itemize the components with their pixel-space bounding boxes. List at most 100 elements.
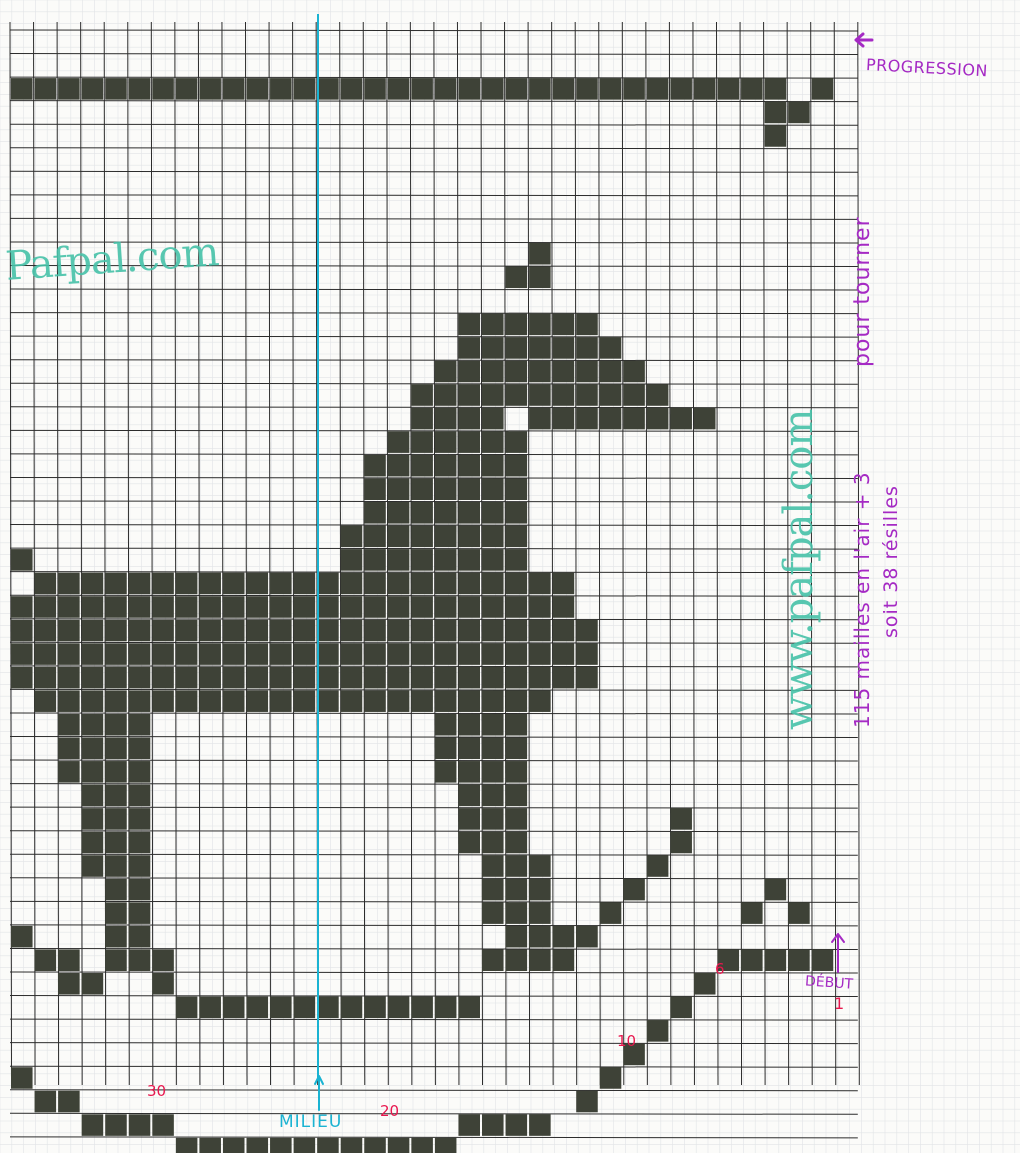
filled-cell	[317, 997, 339, 1019]
filled-cell	[482, 738, 504, 760]
filled-cell	[247, 596, 269, 618]
filled-cell	[506, 431, 528, 453]
filled-cell	[670, 808, 692, 830]
filled-cell	[482, 384, 504, 406]
filled-cell	[482, 832, 504, 854]
filled-cell	[506, 526, 528, 548]
grid-row-line	[10, 383, 858, 384]
filled-cell	[553, 573, 575, 595]
filled-cell	[765, 78, 787, 100]
filled-cell	[82, 832, 104, 854]
filled-cell	[105, 690, 127, 712]
filled-cell	[506, 1114, 528, 1136]
filled-cell	[82, 78, 104, 100]
filled-cell	[129, 714, 151, 736]
filled-cell	[411, 573, 433, 595]
filled-cell	[506, 926, 528, 948]
filled-cell	[11, 667, 33, 689]
filled-cell	[553, 949, 575, 971]
filled-cell	[35, 667, 57, 689]
filled-cell	[506, 643, 528, 665]
filled-cell	[529, 78, 551, 100]
filled-cell	[176, 620, 198, 642]
filled-cell	[458, 785, 480, 807]
filled-cell	[506, 902, 528, 924]
filled-cell	[529, 902, 551, 924]
filled-cell	[317, 573, 339, 595]
filled-cell	[435, 738, 457, 760]
grid-row-line	[10, 996, 858, 997]
filled-cell	[458, 526, 480, 548]
filled-cell	[152, 78, 174, 100]
filled-cell	[765, 879, 787, 901]
filled-cell	[105, 761, 127, 783]
filled-cell	[482, 1114, 504, 1136]
filled-cell	[529, 855, 551, 877]
filled-cell	[435, 549, 457, 571]
filled-cell	[506, 549, 528, 571]
mesh-count-note: soit 38 résilles	[880, 485, 902, 638]
filled-cell	[223, 620, 245, 642]
grid-row-line	[10, 666, 858, 667]
filled-cell	[341, 667, 363, 689]
filled-cell	[694, 78, 716, 100]
filled-cell	[482, 573, 504, 595]
filled-cell	[482, 690, 504, 712]
filled-cell	[411, 620, 433, 642]
filled-cell	[670, 408, 692, 430]
filled-cell	[270, 620, 292, 642]
filled-cell	[58, 761, 80, 783]
filled-cell	[411, 408, 433, 430]
filled-cell	[341, 1138, 363, 1153]
filled-cell	[458, 314, 480, 336]
grid-row-line	[10, 689, 858, 690]
filled-cell	[506, 949, 528, 971]
filled-cell	[411, 997, 433, 1019]
grid-row-line	[10, 807, 858, 808]
filled-cell	[35, 620, 57, 642]
filled-cell	[435, 361, 457, 383]
filled-cell	[506, 361, 528, 383]
filled-cell	[105, 808, 127, 830]
filled-cell	[317, 596, 339, 618]
filled-cell	[576, 620, 598, 642]
filled-cell	[341, 526, 363, 548]
filled-cell	[223, 596, 245, 618]
filled-cell	[270, 667, 292, 689]
filled-cell	[82, 643, 104, 665]
filled-cell	[341, 690, 363, 712]
filled-cell	[506, 667, 528, 689]
filled-cell	[129, 573, 151, 595]
filled-cell	[458, 337, 480, 359]
filled-cell	[482, 502, 504, 524]
filled-cell	[482, 596, 504, 618]
filled-cell	[176, 690, 198, 712]
filled-cell	[176, 596, 198, 618]
filled-cell	[529, 596, 551, 618]
filled-cell	[458, 808, 480, 830]
grid-row-line	[10, 972, 858, 973]
turning-note: pour tourner	[850, 216, 875, 367]
filled-cell	[82, 714, 104, 736]
filled-cell	[670, 997, 692, 1019]
grid-column-line	[104, 22, 106, 1085]
filled-cell	[529, 690, 551, 712]
filled-cell	[35, 643, 57, 665]
filled-cell	[364, 526, 386, 548]
filled-cell	[435, 573, 457, 595]
filled-cell	[458, 478, 480, 500]
grid-column-line	[57, 22, 59, 1085]
filled-cell	[82, 785, 104, 807]
filled-cell	[58, 973, 80, 995]
filled-cell	[482, 714, 504, 736]
filled-cell	[58, 78, 80, 100]
grid-row-line	[10, 30, 858, 31]
filled-cell	[506, 384, 528, 406]
filled-cell	[506, 267, 528, 289]
filled-cell	[11, 549, 33, 571]
filled-cell	[223, 1138, 245, 1153]
filled-cell	[364, 502, 386, 524]
grid-row-line	[10, 854, 858, 855]
filled-cell	[364, 478, 386, 500]
filled-cell	[529, 384, 551, 406]
